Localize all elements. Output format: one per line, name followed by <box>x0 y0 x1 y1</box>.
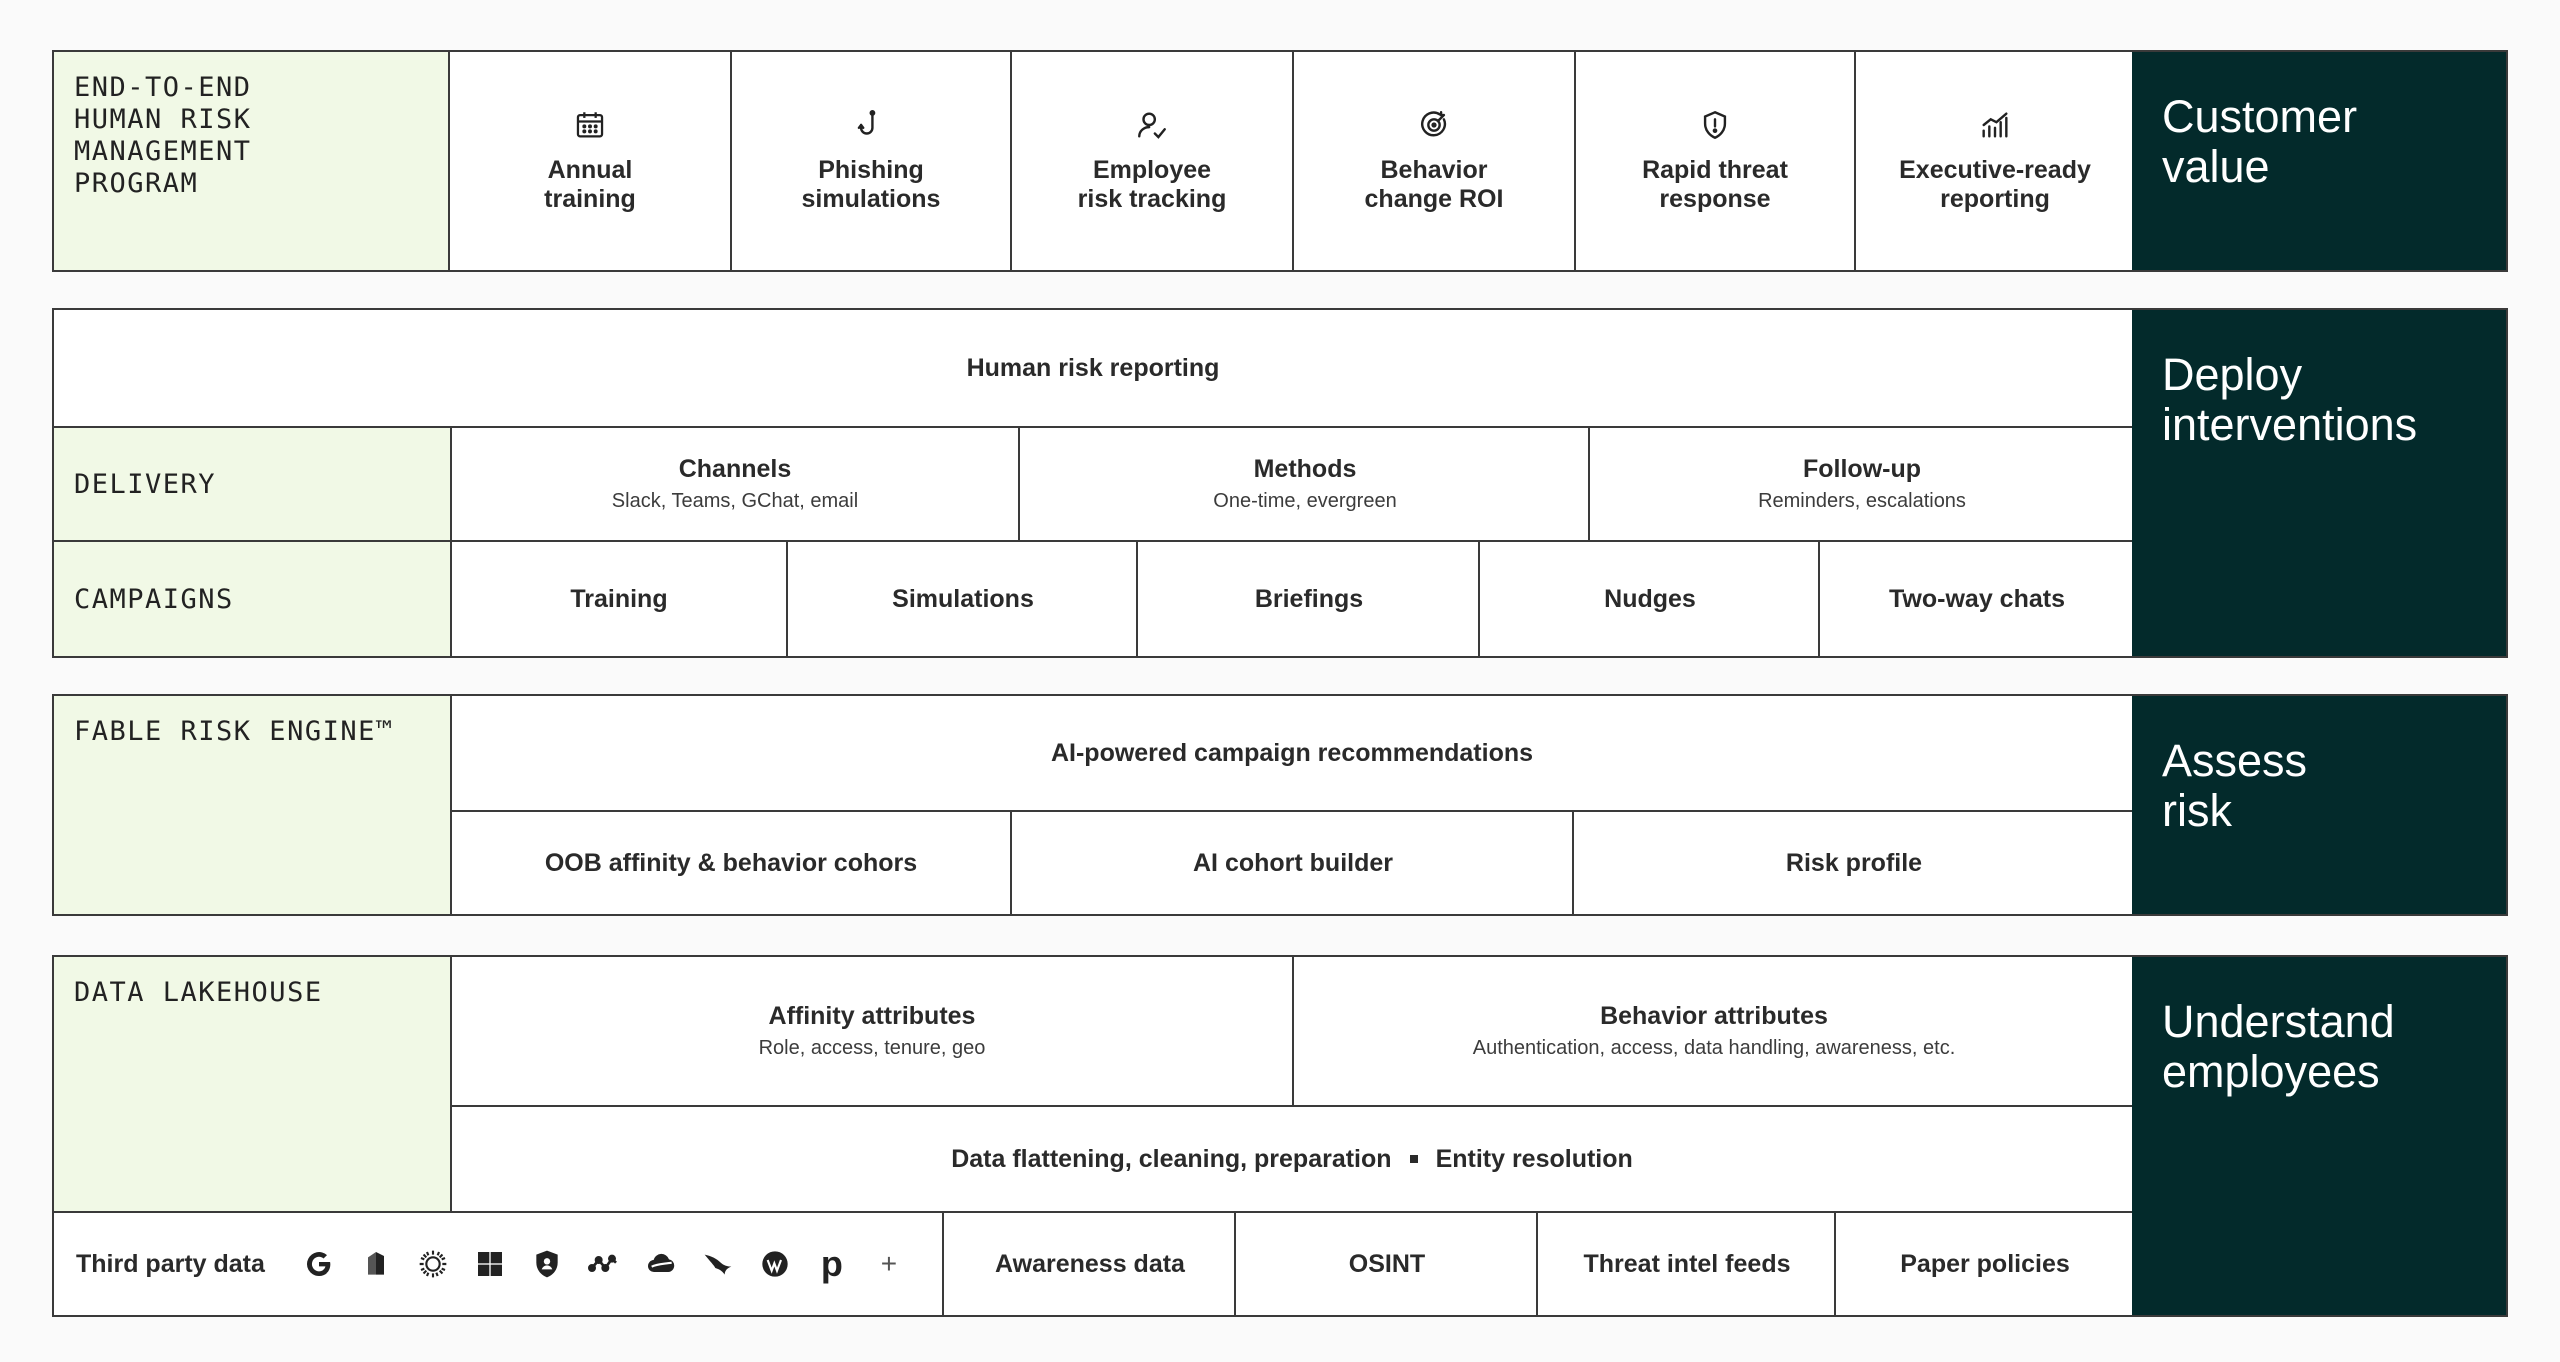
ai-cohort-builder-cell: AI cohort builder <box>1010 810 1574 914</box>
data-preparation-label: Data flattening, cleaning, preparation <box>951 1144 1392 1173</box>
entity-resolution-label: Entity resolution <box>1435 1144 1633 1173</box>
threat-intel-feeds-label: Threat intel feeds <box>1583 1249 1791 1278</box>
third-party-data-label: Third party data <box>76 1249 265 1278</box>
phishing-simulations-card: Phishing simulations <box>730 52 1010 270</box>
wordpress-logo-icon <box>759 1248 791 1280</box>
methods-title: Methods <box>1253 455 1357 483</box>
awareness-data-label: Awareness data <box>995 1249 1185 1278</box>
assess-risk-panel: Assess risk <box>2132 696 2506 914</box>
delivery-label: DELIVERY <box>54 426 452 540</box>
p-logo-letter: p <box>820 1243 843 1284</box>
employee-risk-tracking-label: Employee risk tracking <box>1077 156 1227 213</box>
osint-cell: OSINT <box>1234 1211 1538 1315</box>
fable-risk-engine-label: FABLE RISK ENGINE™ <box>54 696 452 914</box>
separator-dot <box>1409 1155 1418 1163</box>
understand-employees-title: Understand employees <box>2162 996 2395 1097</box>
understand-employees-panel: Understand employees <box>2132 957 2506 1315</box>
falcon-logo-icon <box>702 1248 734 1280</box>
user-check-icon <box>1135 108 1169 142</box>
target-icon <box>1417 108 1451 142</box>
human-risk-reporting-row: Human risk reporting <box>54 310 2132 426</box>
affinity-attributes-cell: Affinity attributes Role, access, tenure… <box>450 957 1294 1105</box>
annual-training-card: Annual training <box>450 52 730 270</box>
behavior-attributes-cell: Behavior attributes Authentication, acce… <box>1292 957 2134 1105</box>
calendar-icon <box>573 108 607 142</box>
rapid-threat-response-card: Rapid threat response <box>1574 52 1854 270</box>
third-party-data-cell: Third party data <box>54 1211 944 1315</box>
campaigns-label: CAMPAIGNS <box>54 540 452 656</box>
hook-icon <box>854 108 888 142</box>
understand-employees-section: DATA LAKEHOUSE Affinity attributes Role,… <box>52 955 2508 1317</box>
executive-reporting-label: Executive-ready reporting <box>1899 156 2091 213</box>
google-logo-icon <box>303 1248 335 1280</box>
oob-cohorts-cell: OOB affinity & behavior cohors <box>450 810 1012 914</box>
threat-intel-feeds-cell: Threat intel feeds <box>1536 1211 1836 1315</box>
behavior-change-roi-label: Behavior change ROI <box>1364 156 1504 213</box>
paper-policies-cell: Paper policies <box>1834 1211 2134 1315</box>
behavior-attributes-sub: Authentication, access, data handling, a… <box>1472 1037 1956 1059</box>
paper-policies-label: Paper policies <box>1900 1249 2070 1278</box>
data-preparation-row: Data flattening, cleaning, preparation E… <box>450 1105 2134 1211</box>
customer-value-panel: Customer value <box>2132 52 2506 270</box>
channels-cell: Channels Slack, Teams, GChat, email <box>450 426 1020 540</box>
follow-up-sub: Reminders, escalations <box>1758 490 1966 512</box>
campaign-training-label: Training <box>570 584 668 613</box>
awareness-data-cell: Awareness data <box>942 1211 1236 1315</box>
employee-risk-tracking-card: Employee risk tracking <box>1010 52 1292 270</box>
methods-sub: One-time, evergreen <box>1213 490 1397 512</box>
assess-risk-section: FABLE RISK ENGINE™ AI-powered campaign r… <box>52 694 2508 916</box>
plus-sign: + <box>880 1248 898 1279</box>
deploy-interventions-title: Deploy interventions <box>2162 349 2418 450</box>
network-logo-icon <box>587 1248 620 1280</box>
assess-risk-title: Assess risk <box>2162 735 2308 836</box>
shield-alert-icon <box>1698 108 1732 142</box>
cloud-logo-icon <box>645 1248 677 1280</box>
third-party-logos: p + <box>303 1243 905 1284</box>
affinity-attributes-sub: Role, access, tenure, geo <box>758 1037 986 1059</box>
sunburst-logo-icon <box>417 1248 449 1280</box>
channels-title: Channels <box>678 455 792 483</box>
campaign-two-way-chats-cell: Two-way chats <box>1818 540 2134 656</box>
behavior-change-roi-card: Behavior change ROI <box>1292 52 1574 270</box>
ai-cohort-builder-label: AI cohort builder <box>1193 848 1393 877</box>
deploy-interventions-panel: Deploy interventions <box>2132 310 2506 656</box>
risk-profile-label: Risk profile <box>1785 848 1923 877</box>
rapid-threat-response-label: Rapid threat response <box>1642 156 1788 213</box>
phishing-simulations-label: Phishing simulations <box>801 156 941 213</box>
annual-training-label: Annual training <box>544 156 636 213</box>
behavior-attributes-title: Behavior attributes <box>1600 1002 1828 1030</box>
osint-label: OSINT <box>1348 1249 1426 1278</box>
customer-value-section: END-TO-END HUMAN RISK MANAGEMENT PROGRAM… <box>52 50 2508 272</box>
bar-chart-icon <box>1978 108 2012 142</box>
channels-sub: Slack, Teams, GChat, email <box>611 490 859 512</box>
risk-profile-cell: Risk profile <box>1572 810 2134 914</box>
oob-cohorts-label: OOB affinity & behavior cohors <box>544 848 918 877</box>
ai-recommendations-label: AI-powered campaign recommendations <box>1050 738 1534 767</box>
follow-up-cell: Follow-up Reminders, escalations <box>1588 426 2134 540</box>
layered-logo-icon <box>360 1248 392 1280</box>
windows-logo-icon <box>474 1248 506 1280</box>
customer-value-title: Customer value <box>2162 91 2358 192</box>
follow-up-title: Follow-up <box>1802 455 1922 483</box>
campaign-briefings-cell: Briefings <box>1136 540 1480 656</box>
campaign-nudges-cell: Nudges <box>1478 540 1820 656</box>
campaign-training-cell: Training <box>450 540 788 656</box>
ai-recommendations-row: AI-powered campaign recommendations <box>450 696 2134 810</box>
campaign-briefings-label: Briefings <box>1254 584 1364 613</box>
campaign-simulations-label: Simulations <box>892 584 1034 613</box>
executive-reporting-card: Executive-ready reporting <box>1854 52 2134 270</box>
human-risk-reporting-label: Human risk reporting <box>966 353 1220 382</box>
deploy-interventions-section: Human risk reporting DELIVERY Channels S… <box>52 308 2508 658</box>
campaign-two-way-chats-label: Two-way chats <box>1889 584 2065 613</box>
affinity-attributes-title: Affinity attributes <box>768 1002 976 1030</box>
shield-logo-icon <box>531 1248 563 1280</box>
p-logo-icon: p <box>816 1243 848 1284</box>
plus-icon: + <box>873 1248 905 1280</box>
campaign-simulations-cell: Simulations <box>786 540 1138 656</box>
data-lakehouse-label: DATA LAKEHOUSE <box>54 957 452 1211</box>
program-label: END-TO-END HUMAN RISK MANAGEMENT PROGRAM <box>54 52 450 270</box>
campaign-nudges-label: Nudges <box>1604 584 1696 613</box>
methods-cell: Methods One-time, evergreen <box>1018 426 1590 540</box>
